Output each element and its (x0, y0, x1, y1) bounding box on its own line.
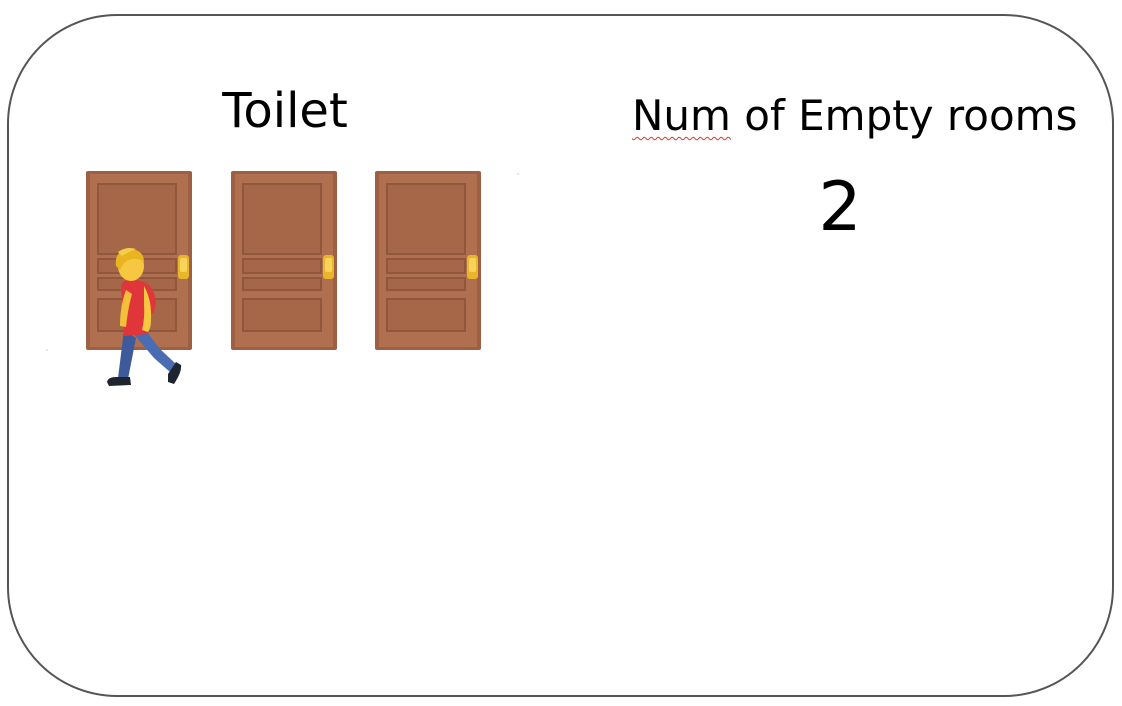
person-walking-icon (102, 246, 186, 392)
empty-rooms-count: 2 (818, 168, 862, 247)
empty-rooms-label-rest: of Empty rooms (730, 91, 1078, 140)
rounded-frame (7, 14, 1114, 697)
stray-mark (517, 173, 519, 175)
door-icon (231, 171, 337, 350)
stray-mark (46, 349, 48, 351)
empty-rooms-label: Num of Empty rooms (632, 90, 1077, 142)
door-icon (375, 171, 481, 350)
spellcheck-underlined-word: Num (632, 91, 731, 140)
toilet-title: Toilet (222, 83, 348, 139)
